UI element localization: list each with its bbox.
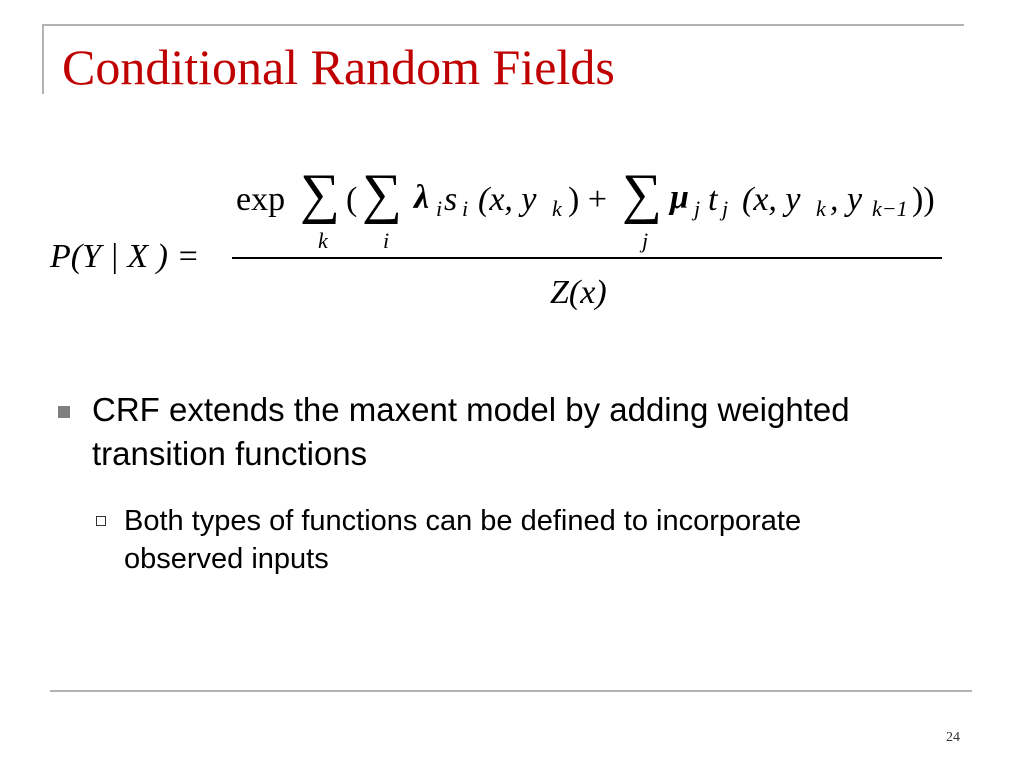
formula-args-1: (x, y <box>478 181 537 218</box>
square-bullet-icon <box>58 406 70 418</box>
formula-lambda-sub: i <box>436 196 443 221</box>
formula-sum-j: ∑ <box>622 163 662 225</box>
formula-args-2: (x, y <box>742 181 801 218</box>
formula-sum-index-k: k <box>318 228 328 253</box>
formula-args-2-sub-k: k <box>816 196 826 221</box>
formula-lambda: λ <box>414 179 430 216</box>
formula-fraction-bar <box>232 257 942 259</box>
formula-args-1-sub: k <box>552 196 562 221</box>
formula-sum-k: ∑ <box>300 163 340 225</box>
formula-sum-index-j: j <box>642 228 649 253</box>
formula-sum-i: ∑ <box>362 163 402 225</box>
frame-top-rule <box>42 24 964 26</box>
formula-s-sub: i <box>462 196 469 221</box>
crf-formula: exp ∑ k ( ∑ i λ i s i (x, y k ) + ∑ j μ … <box>0 0 1024 330</box>
formula-args-2-mid: , y <box>830 181 863 218</box>
bullet-level-2: Both types of functions can be defined t… <box>96 502 884 578</box>
formula-denominator: Z(x) <box>550 274 607 311</box>
formula-open-paren: ( <box>346 181 358 218</box>
bullet-level-2-text: Both types of functions can be defined t… <box>124 505 802 575</box>
formula-sum-index-i: i <box>383 228 390 253</box>
formula-mu: μ <box>670 179 689 216</box>
formula-t-sub: j <box>722 196 729 221</box>
slide-title: Conditional Random Fields <box>62 39 615 95</box>
page-number: 24 <box>946 730 960 745</box>
formula-args-2-close: )) <box>912 181 935 218</box>
formula-t: t <box>708 181 718 218</box>
frame-left-rule <box>42 24 44 94</box>
bullet-level-1: CRF extends the maxent model by adding w… <box>58 388 922 476</box>
formula-exp: exp <box>236 181 286 218</box>
formula-lhs: P(Y | X ) = <box>50 238 200 275</box>
bullet-level-1-text: CRF extends the maxent model by adding w… <box>92 391 850 472</box>
footer-rule <box>50 690 972 692</box>
formula-s: s <box>444 181 458 218</box>
formula-args-1-close: ) + <box>568 181 607 218</box>
hollow-square-bullet-icon <box>96 516 106 526</box>
formula-mu-sub: j <box>694 196 701 221</box>
formula-args-2-sub-k1: k−1 <box>872 196 908 221</box>
